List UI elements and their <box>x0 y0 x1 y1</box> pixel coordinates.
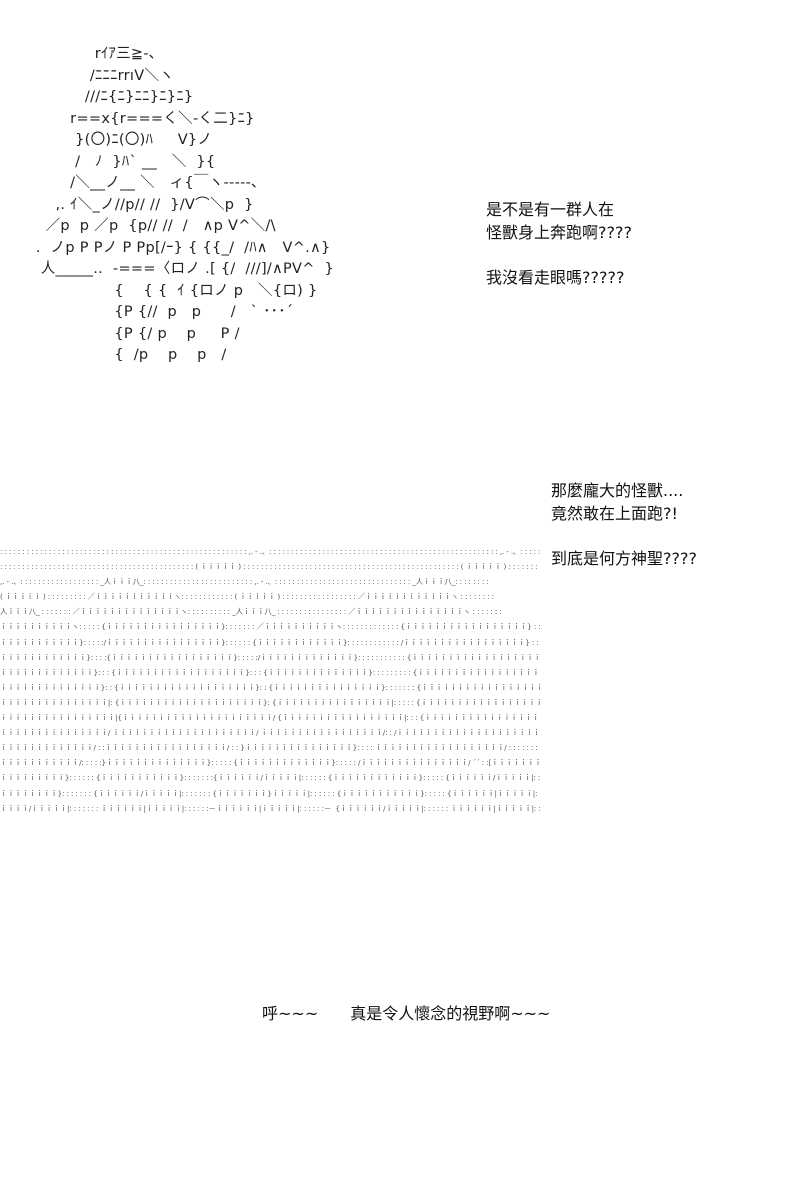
dialogue-line: 我沒看走眼嗎????? <box>486 268 625 287</box>
dialogue-line: 是不是有一群人在 <box>486 200 615 219</box>
dialogue-line: 那麼龐大的怪獸.... <box>551 481 684 500</box>
panel3-dialogue: 呼~~~ 真是令人懷念的視野啊~~~ <box>262 1004 551 1023</box>
dialogue-line: 怪獸身上奔跑啊???? <box>486 223 632 242</box>
panel1-dialogue: 是不是有一群人在 怪獸身上奔跑啊???? 我沒看走眼嗎????? <box>486 198 632 289</box>
crowd-ascii-art: : : : : : : : : : : : : : : : : : : : : … <box>0 547 540 813</box>
dialogue-line: 到底是何方神聖???? <box>551 549 697 568</box>
character-ascii-art: rｲｱ三≧-､ /ﾆﾆﾆrrıV＼ヽ ///ﾆ{ﾆ}ﾆﾆ}ﾆ}ﾆ} r==x{r… <box>35 46 335 363</box>
crowd-ascii-art-clip: : : : : : : : : : : : : : : : : : : : : … <box>0 544 540 816</box>
dialogue-line: 竟然敢在上面跑?! <box>551 504 678 523</box>
panel2-dialogue: 那麼龐大的怪獸.... 竟然敢在上面跑?! 到底是何方神聖???? <box>551 479 697 570</box>
